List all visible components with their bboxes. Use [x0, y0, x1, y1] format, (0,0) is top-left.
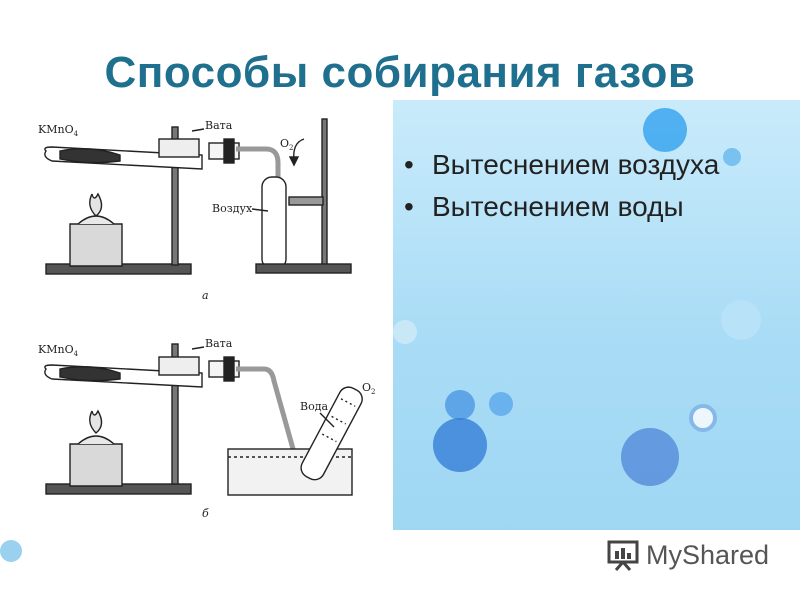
collecting-tube [261, 176, 287, 270]
stopper [223, 138, 235, 164]
slide-title: Способы собирания газов [104, 48, 696, 97]
stand-rod [171, 126, 179, 266]
decor-dot [0, 540, 22, 562]
inverted-tube [300, 386, 363, 481]
apparatus-figure: KMnO4 Вата O2 Воздух а KMnO4 Вата O2 Вод… [4, 99, 392, 527]
decor-dot [393, 320, 417, 344]
caption-b: б [202, 507, 209, 520]
label-water: Вода [300, 400, 328, 413]
decor-dot [433, 418, 487, 472]
decor-dot [721, 300, 761, 340]
label-air: Воздух [212, 202, 253, 215]
bullet-icon: • [404, 191, 414, 222]
bullet-item: •Вытеснением воды [404, 191, 684, 222]
burner-body [69, 223, 123, 267]
logo-text: MyShared [646, 539, 770, 570]
decor-dot [643, 108, 687, 152]
decor-dot [445, 390, 475, 420]
bullet-list: •Вытеснением воздуха •Вытеснением воды [402, 148, 782, 232]
background-panel [393, 100, 800, 530]
flame [89, 192, 103, 217]
decor-dot [621, 428, 679, 486]
label-gas-top: O2 [280, 137, 294, 152]
label-cotton-top: Вата [205, 119, 233, 132]
clamp [158, 138, 200, 158]
reagent-fill [59, 148, 121, 164]
presentation-icon [607, 540, 639, 571]
label-gas-bottom: O2 [362, 381, 376, 396]
bullet-item: •Вытеснением воздуха [404, 149, 720, 180]
apparatus-drawing: KMnO4 Вата O2 Воздух а KMnO4 Вата O2 Вод… [38, 118, 376, 520]
decor-dot [689, 404, 717, 432]
label-reagent-bottom: KMnO4 [38, 343, 79, 358]
myshared-logo[interactable]: MyShared [606, 537, 769, 573]
label-cotton-bottom: Вата [205, 337, 233, 350]
label-reagent-top: KMnO4 [38, 123, 79, 138]
decor-dot [489, 392, 513, 416]
caption-a: а [202, 289, 209, 302]
decor-dot [723, 148, 741, 166]
bullet-icon: • [404, 149, 414, 180]
